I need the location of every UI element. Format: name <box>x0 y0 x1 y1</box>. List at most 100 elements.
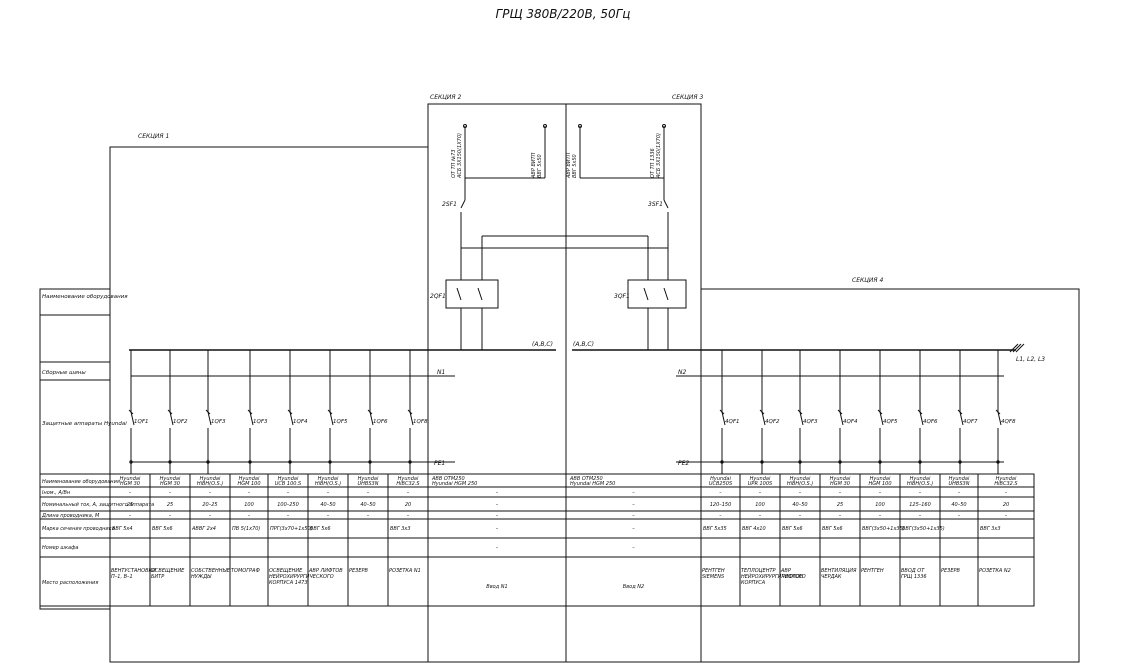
cell-cabinet: – <box>632 545 635 551</box>
cell-length: – <box>169 513 172 519</box>
left-feeder: 1QF6 <box>367 350 388 474</box>
bus-n1-label: N1 <box>437 369 445 376</box>
bus-pe2-label: PE2 <box>678 460 689 467</box>
cell-equipment: HiBC32.S <box>994 481 1018 487</box>
right-feeder: 4QF2 <box>759 350 780 474</box>
cell-equipment: HiBH(O.S.) <box>197 481 223 487</box>
cell-nominal: 20 <box>405 502 411 508</box>
cell-current: – <box>759 490 762 496</box>
feed-wiring <box>445 124 687 350</box>
cell-nominal: 25 <box>127 502 133 508</box>
cell-place: РОЗЕТКА N2 <box>979 568 1011 574</box>
cell-place: ОСВЕЩЕНИЕ <box>151 568 185 574</box>
feed-left-cable-top: ОТ ТП №73 <box>451 149 457 178</box>
row-label-protective: Защитные аппараты Hyundai <box>42 421 127 427</box>
cell-current: – <box>879 490 882 496</box>
cell-length: – <box>129 513 132 519</box>
cell-cable: ВВГ 5х6 <box>782 526 803 532</box>
cell-equipment: Hyundai <box>120 476 141 482</box>
right-feeder: 4QF8 <box>995 350 1016 474</box>
cell-nominal: 100 <box>244 502 254 508</box>
cell-cable: ВВГ 5х4 <box>112 526 133 532</box>
row-label-nom: Номинальный ток, А, защитного аппарата <box>42 502 154 508</box>
cell-place: БИТР <box>151 574 164 580</box>
cell-current: – <box>287 490 290 496</box>
right-feeder: 4QF4 <box>837 350 858 474</box>
left-feeder: 1QF2 <box>167 350 188 474</box>
table-column-lines <box>109 474 1035 606</box>
cell-nominal: 100–250 <box>277 502 299 508</box>
cell-length: – <box>958 513 961 519</box>
left-feeder: 1QF3 <box>247 350 268 474</box>
cell-equipment: Hyundai <box>996 476 1017 482</box>
cell-equipment: Hyundai <box>870 476 891 482</box>
cell-place: Ввод N1 <box>486 584 507 590</box>
right-breaker-label: 4QF8 <box>1001 419 1016 425</box>
switch-3sf1: 3SF1 <box>648 201 663 208</box>
cell-place: АВР <box>780 568 791 574</box>
bus-tag-right: (А,В,С) <box>573 341 594 348</box>
row-label-place: Место расположения <box>42 580 98 586</box>
cell-current: – <box>919 490 922 496</box>
cell-equipment: HGM 30 <box>120 481 140 487</box>
cell-equipment: Hyundai <box>830 476 851 482</box>
contactor-2qf1: 2QF1 <box>430 293 446 300</box>
left-breaker-label: 1QF3 <box>253 419 268 425</box>
diagram-title: ГРЩ 380В/220В, 50Гц <box>496 7 631 21</box>
left-feeder: 1QF8 <box>407 350 428 474</box>
right-feeder: 4QF5 <box>877 350 898 474</box>
cell-cable: ВВГ 3х3 <box>390 526 411 532</box>
table-row-labels: Наименование оборудования Iном., А/Вн Но… <box>41 479 154 586</box>
cell-length: – <box>367 513 370 519</box>
cell-place: РЕЗЕРВ <box>941 568 961 574</box>
cell-place: ЧЕРДАК <box>821 574 842 580</box>
contactor-3qf1: 3QF1 <box>614 293 630 300</box>
cell-current: – <box>129 490 132 496</box>
cell-equipment: HiBH(O.S.) <box>315 481 341 487</box>
row-label-equipment: Наименование оборудования <box>42 294 128 300</box>
feed-right-cable-top: ОТ ТП 1336 <box>650 148 656 178</box>
cell-place: АВР ЛИФТОВ <box>308 568 343 574</box>
feed-left-avr-bot: ВВГ 5х50 <box>537 154 543 178</box>
right-breaker-label: 4QF5 <box>883 419 898 425</box>
cell-current: – <box>367 490 370 496</box>
right-breaker-label: 4QF3 <box>803 419 818 425</box>
feed-left-avr-top: АВР ВИТП <box>531 152 537 179</box>
right-breaker-label: 4QF4 <box>843 419 858 425</box>
cell-nominal: 120–150 <box>710 502 732 508</box>
table-frame <box>39 473 1035 607</box>
left-breaker-label: 1QF3 <box>211 419 226 425</box>
right-feeder: 4QF1 <box>719 350 740 474</box>
cell-current: – <box>799 490 802 496</box>
cell-current: – <box>719 490 722 496</box>
cell-length: – <box>407 513 410 519</box>
cell-nominal: 20–25 <box>202 502 217 508</box>
cell-place: ВВОД ОТ <box>901 568 925 574</box>
cell-length: – <box>879 513 882 519</box>
cell-current: – <box>248 490 251 496</box>
cell-equipment: Hyundai <box>398 476 419 482</box>
cell-place: СОБСТВЕННЫЕ <box>191 568 231 574</box>
row-label-i: Iном., А/Вн <box>42 490 71 496</box>
cell-equipment: HiBH(O.S.) <box>907 481 933 487</box>
cell-equipment: Hyundai <box>200 476 221 482</box>
cell-equipment: Hyundai <box>790 476 811 482</box>
left-breaker-label: 1QF5 <box>333 419 348 425</box>
cell-equipment: UHBS3N <box>949 481 970 487</box>
row-label-cable: Марка сечения проводника <box>42 526 115 532</box>
cell-equipment: Hyundai <box>318 476 339 482</box>
right-feeder: 4QF7 <box>957 350 978 474</box>
right-feeder: 4QF6 <box>917 350 938 474</box>
row-label-eq: Наименование оборудования <box>42 479 120 485</box>
bus-pe1-label: PE1 <box>434 460 445 467</box>
cell-equipment: Hyundai <box>750 476 771 482</box>
feed-left-cable: ОТ ТП №73 АСБ 3Х150(1Х70) <box>451 133 463 179</box>
cell-current: – <box>958 490 961 496</box>
row-label-cab: Номер шкафа <box>42 545 78 551</box>
cell-cable: ВВГ(3х50+1х35) <box>902 526 945 532</box>
cell-length: – <box>759 513 762 519</box>
cell-equipment: ABB OTM250 <box>431 476 465 482</box>
cell-nominal: 100 <box>875 502 885 508</box>
cell-cable: ВВГ 5х6 <box>822 526 843 532</box>
